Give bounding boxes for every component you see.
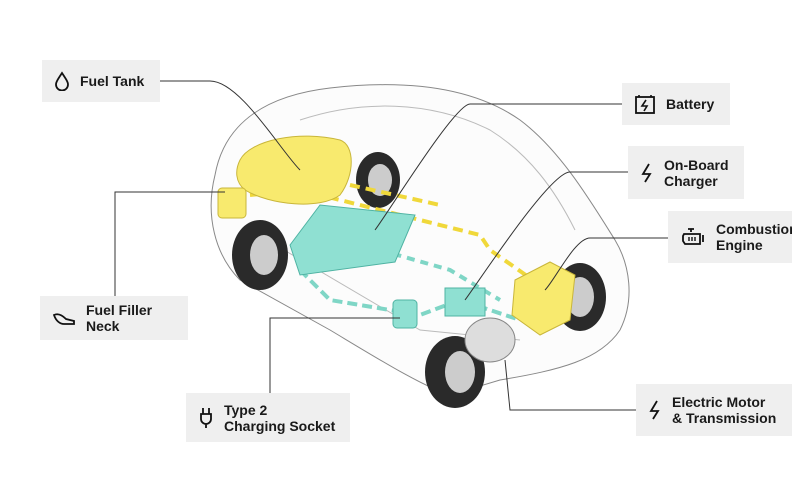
label-electric-motor: Electric Motor& Transmission: [636, 384, 792, 436]
wheel-front-left: [232, 220, 288, 290]
on-board-charger: [444, 287, 486, 317]
droplet-icon: [55, 71, 69, 91]
label-fuel-tank: Fuel Tank: [42, 60, 160, 102]
fuel-tank: [236, 135, 352, 205]
fuel-filler-neck: [217, 187, 247, 219]
label-battery: Battery: [622, 83, 730, 125]
engine-icon: [682, 228, 704, 245]
electric-motor: [464, 317, 516, 363]
combustion-engine: [511, 261, 576, 336]
battery-pack: [289, 204, 416, 276]
plug-icon: [200, 407, 212, 428]
wheel-front-right: [356, 152, 400, 208]
label-fuel-filler-neck: Fuel Filler Neck: [40, 296, 188, 340]
battery-icon: [635, 95, 655, 114]
charging-socket: [392, 299, 418, 329]
fuel-nozzle-icon: [52, 313, 75, 325]
lightning-icon: [641, 163, 652, 182]
lightning-icon: [649, 400, 660, 420]
wheel-rear-left: [425, 336, 485, 408]
